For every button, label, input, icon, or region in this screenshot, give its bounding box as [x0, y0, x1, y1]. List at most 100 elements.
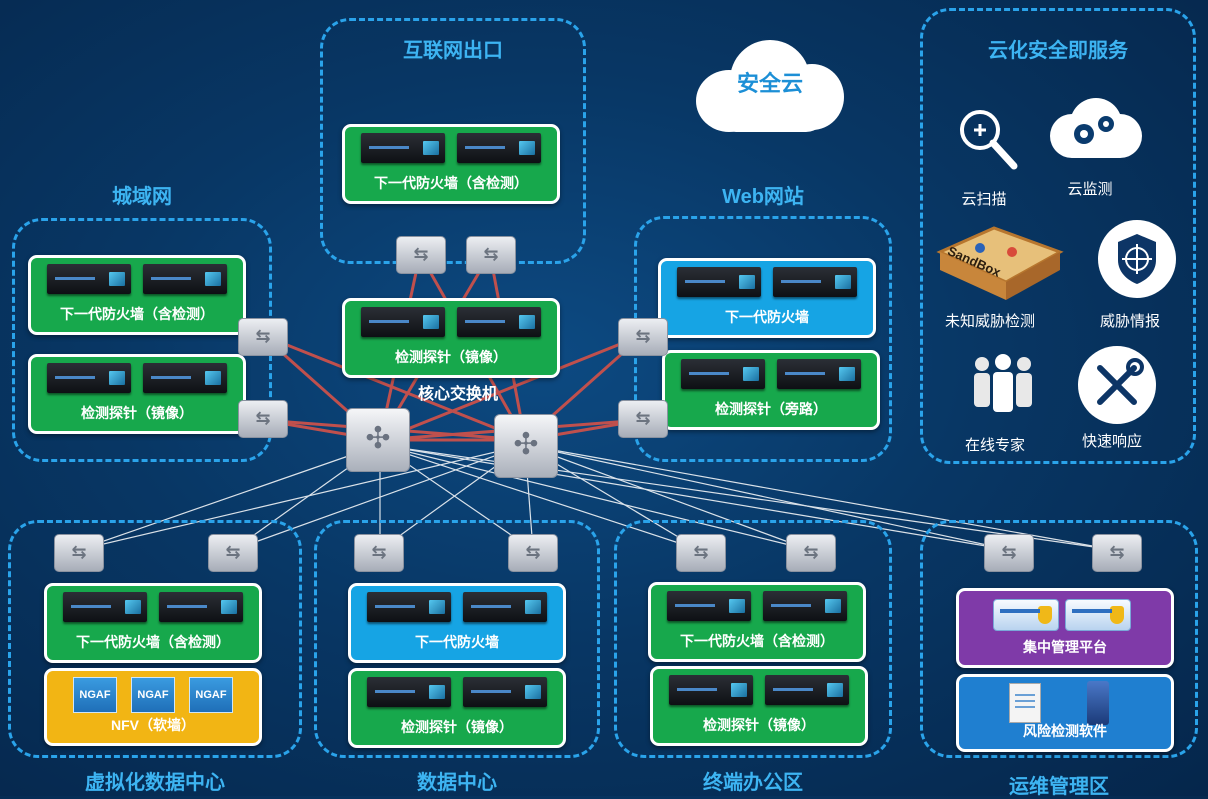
zone-office	[614, 520, 892, 758]
office-probe[interactable]: 检测探针（镜像）	[650, 666, 868, 746]
service-unknown-label: 未知威胁检测	[944, 313, 1035, 330]
core-probe[interactable]: 检测探针（镜像）	[342, 298, 560, 378]
server-icon	[47, 363, 131, 393]
web-firewall[interactable]: 下一代防火墙	[658, 258, 876, 338]
metro-firewall[interactable]: 下一代防火墙（含检测）	[28, 255, 246, 335]
server-icon	[463, 592, 547, 622]
server-icon	[367, 592, 451, 622]
office-firewall[interactable]: 下一代防火墙（含检测）	[648, 582, 866, 662]
server-icon	[367, 677, 451, 707]
switch-icon: ⇆	[984, 534, 1034, 572]
zone-virtual-dc-title: 虚拟化数据中心	[85, 772, 225, 794]
server-icon	[457, 307, 541, 337]
zone-ops	[920, 520, 1198, 758]
server-icon	[765, 675, 849, 705]
zone-office-title: 终端办公区	[703, 772, 803, 794]
switch-icon: ⇆	[508, 534, 558, 572]
security-cloud: 安全云	[696, 40, 844, 132]
mgmt-server-icon	[1065, 599, 1131, 631]
dc-firewall-label: 下一代防火墙	[415, 634, 499, 650]
zone-virtual-dc	[8, 520, 302, 758]
security-cloud-label: 安全云	[736, 71, 803, 96]
core-switch-icon: ✣	[346, 408, 410, 472]
server-icon	[763, 591, 847, 621]
switch-icon: ⇆	[676, 534, 726, 572]
vdc-firewall-label: 下一代防火墙（含检测）	[76, 634, 230, 650]
wrench-screwdriver-icon	[1078, 346, 1156, 424]
vdc-firewall[interactable]: 下一代防火墙（含检测）	[44, 583, 262, 663]
web-probe[interactable]: 检测探针（旁路）	[662, 350, 880, 430]
metro-probe-label: 检测探针（镜像）	[81, 405, 193, 421]
zone-cloud-service-title: 云化安全即服务	[988, 40, 1128, 62]
server-icon	[777, 359, 861, 389]
server-icon	[361, 133, 445, 163]
server-icon	[361, 307, 445, 337]
server-icon	[457, 133, 541, 163]
service-monitor-label: 云监测	[1067, 181, 1113, 198]
dc-probe-label: 检测探针（镜像）	[401, 719, 513, 735]
dc-firewall[interactable]: 下一代防火墙	[348, 583, 566, 663]
switch-icon: ⇆	[354, 534, 404, 572]
zone-internet-exit-title: 互联网出口	[403, 40, 503, 62]
switch-icon: ⇆	[238, 318, 288, 356]
service-expert-label: 在线专家	[964, 437, 1025, 454]
dc-probe[interactable]: 检测探针（镜像）	[348, 668, 566, 748]
server-icon	[669, 675, 753, 705]
metro-firewall-label: 下一代防火墙（含检测）	[60, 306, 214, 322]
service-intel-label: 威胁情报	[1099, 313, 1160, 330]
server-icon	[773, 267, 857, 297]
zone-cloud-service	[920, 8, 1196, 464]
ops-platform[interactable]: 集中管理平台	[956, 588, 1174, 668]
service-response-label: 快速响应	[1081, 433, 1142, 450]
server-icon	[667, 591, 751, 621]
ngaf-icon: NGAF	[131, 677, 175, 713]
server-icon	[143, 363, 227, 393]
vdc-nfv-label: NFV（软墙）	[111, 717, 195, 733]
core-switch-icon: ✣	[494, 414, 558, 478]
server-icon	[63, 592, 147, 622]
gears-cloud-icon	[1050, 98, 1142, 158]
zone-data-center-title: 数据中心	[417, 772, 497, 794]
metro-probe[interactable]: 检测探针（镜像）	[28, 354, 246, 434]
server-icon	[47, 264, 131, 294]
people-icon	[974, 354, 1032, 412]
server-icon	[681, 359, 765, 389]
zone-metro-title: 城域网	[112, 186, 172, 208]
zone-ops-title: 运维管理区	[1009, 776, 1109, 798]
mgmt-server-icon	[993, 599, 1059, 631]
ops-software[interactable]: 风险检测软件	[956, 674, 1174, 752]
switch-icon: ⇆	[396, 236, 446, 274]
core-probe-label: 检测探针（镜像）	[395, 349, 507, 365]
core-switch-label: 核心交换机	[418, 386, 499, 403]
switch-icon: ⇆	[54, 534, 104, 572]
zone-web-title: Web网站	[722, 186, 804, 208]
ops-software-label: 风险检测软件	[1023, 723, 1107, 739]
server-tower-icon	[1087, 681, 1109, 725]
switch-icon: ⇆	[1092, 534, 1142, 572]
service-scan-label: 云扫描	[961, 191, 1007, 208]
zone-data-center	[314, 520, 600, 758]
web-firewall-label: 下一代防火墙	[725, 309, 809, 325]
server-icon	[143, 264, 227, 294]
ngaf-icon: NGAF	[189, 677, 233, 713]
server-icon	[463, 677, 547, 707]
switch-icon: ⇆	[618, 400, 668, 438]
web-probe-label: 检测探针（旁路）	[715, 401, 827, 417]
ops-platform-label: 集中管理平台	[1023, 639, 1107, 655]
magnifier-icon	[960, 110, 1018, 170]
server-icon	[159, 592, 243, 622]
switch-icon: ⇆	[786, 534, 836, 572]
internet-firewall-label: 下一代防火墙（含检测）	[374, 175, 528, 191]
vdc-nfv[interactable]: NGAF NGAF NGAF NFV（软墙）	[44, 668, 262, 746]
ngaf-icon: NGAF	[73, 677, 117, 713]
sandbox-icon	[936, 226, 1064, 300]
office-firewall-label: 下一代防火墙（含检测）	[680, 633, 834, 649]
internet-firewall[interactable]: 下一代防火墙（含检测）	[342, 124, 560, 204]
server-icon	[677, 267, 761, 297]
zone-internet-exit	[320, 18, 586, 264]
report-icon	[1009, 683, 1041, 723]
switch-icon: ⇆	[238, 400, 288, 438]
office-probe-label: 检测探针（镜像）	[703, 717, 815, 733]
crosshair-shield-icon	[1098, 220, 1176, 298]
switch-icon: ⇆	[466, 236, 516, 274]
